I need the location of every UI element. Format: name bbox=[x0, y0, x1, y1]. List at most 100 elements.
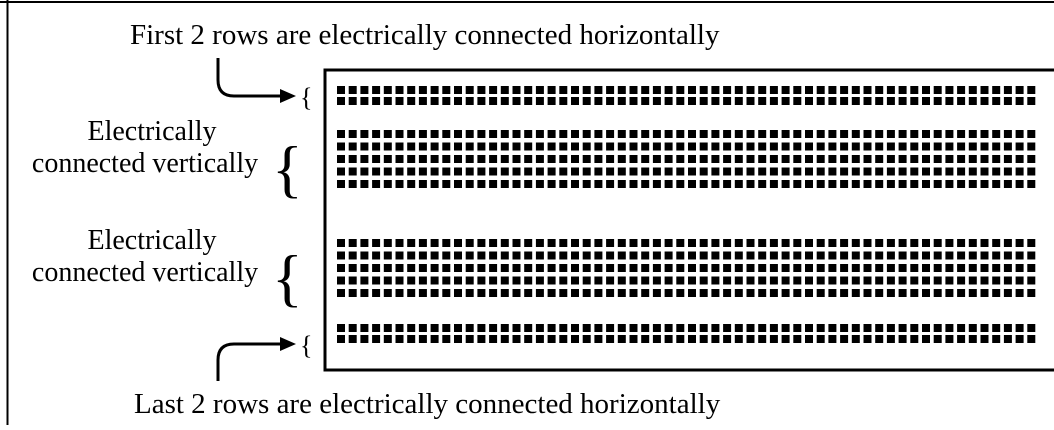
hole bbox=[746, 239, 755, 247]
hole bbox=[875, 335, 884, 343]
hole bbox=[571, 324, 579, 332]
hole bbox=[898, 239, 907, 247]
upper-group-label-line1: Electrically bbox=[87, 116, 216, 147]
hole bbox=[535, 264, 544, 272]
hole bbox=[559, 289, 568, 297]
hole bbox=[407, 167, 416, 176]
hole bbox=[933, 251, 942, 260]
hole bbox=[793, 289, 802, 297]
hole bbox=[664, 180, 673, 188]
hole bbox=[489, 97, 498, 105]
hole bbox=[664, 324, 673, 332]
hole bbox=[360, 276, 369, 285]
hole bbox=[524, 142, 533, 151]
hole bbox=[617, 264, 626, 272]
hole bbox=[535, 324, 544, 332]
hole bbox=[828, 155, 837, 163]
hole bbox=[699, 97, 708, 105]
hole bbox=[746, 167, 755, 176]
hole bbox=[582, 86, 591, 94]
hole bbox=[383, 289, 392, 297]
hole bbox=[699, 142, 708, 151]
hole bbox=[372, 335, 381, 343]
hole bbox=[395, 86, 404, 94]
hole bbox=[886, 239, 895, 247]
hole bbox=[395, 239, 404, 247]
hole bbox=[945, 97, 954, 105]
hole bbox=[805, 155, 813, 163]
hole bbox=[629, 130, 638, 138]
hole bbox=[383, 130, 392, 138]
hole bbox=[875, 97, 884, 105]
hole bbox=[980, 130, 989, 138]
hole bbox=[547, 335, 556, 343]
hole bbox=[886, 155, 895, 163]
hole bbox=[489, 86, 498, 94]
hole bbox=[992, 142, 1001, 151]
hole bbox=[606, 130, 615, 138]
top-caption: First 2 rows are electrically connected … bbox=[130, 19, 720, 51]
hole bbox=[840, 289, 849, 297]
hole bbox=[547, 86, 556, 94]
hole bbox=[898, 86, 907, 94]
hole bbox=[535, 289, 544, 297]
hole bbox=[617, 180, 626, 188]
breadboard-outline bbox=[323, 68, 1054, 372]
hole bbox=[676, 86, 685, 94]
hole bbox=[886, 142, 895, 151]
hole bbox=[594, 324, 603, 332]
hole bbox=[547, 180, 556, 188]
hole bbox=[360, 97, 369, 105]
hole bbox=[933, 180, 942, 188]
hole bbox=[1027, 276, 1036, 285]
hole bbox=[442, 239, 451, 247]
hole bbox=[992, 289, 1001, 297]
hole bbox=[992, 324, 1001, 332]
hole bbox=[664, 97, 673, 105]
hole bbox=[746, 276, 755, 285]
hole bbox=[617, 142, 626, 151]
hole bbox=[606, 264, 615, 272]
hole bbox=[1015, 97, 1024, 105]
hole bbox=[1015, 130, 1024, 138]
hole bbox=[629, 167, 638, 176]
hole bbox=[676, 155, 685, 163]
hole bbox=[980, 276, 989, 285]
hole bbox=[957, 289, 966, 297]
hole bbox=[875, 251, 884, 260]
hole bbox=[547, 155, 556, 163]
hole bbox=[851, 289, 860, 297]
hole bbox=[512, 86, 521, 94]
hole bbox=[559, 155, 568, 163]
hole bbox=[641, 97, 650, 105]
hole bbox=[723, 324, 732, 332]
hole bbox=[851, 142, 860, 151]
hole bbox=[828, 142, 837, 151]
hole bbox=[734, 155, 743, 163]
hole bbox=[910, 276, 919, 285]
hole bbox=[781, 167, 790, 176]
hole bbox=[664, 251, 673, 260]
hole bbox=[383, 324, 392, 332]
hole bbox=[465, 324, 474, 332]
hole bbox=[407, 276, 416, 285]
hole bbox=[805, 289, 813, 297]
hole bbox=[337, 239, 345, 247]
hole bbox=[898, 276, 907, 285]
hole bbox=[886, 251, 895, 260]
hole bbox=[348, 130, 357, 138]
hole bbox=[559, 239, 568, 247]
hole bbox=[793, 130, 802, 138]
hole bbox=[652, 130, 661, 138]
hole bbox=[1003, 324, 1012, 332]
hole bbox=[360, 86, 369, 94]
hole bbox=[395, 324, 404, 332]
hole bbox=[910, 97, 919, 105]
hole bbox=[793, 264, 802, 272]
hole bbox=[933, 86, 942, 94]
hole bbox=[945, 130, 954, 138]
hole bbox=[980, 167, 989, 176]
hole bbox=[418, 97, 427, 105]
hole bbox=[337, 324, 345, 332]
hole bbox=[559, 130, 568, 138]
